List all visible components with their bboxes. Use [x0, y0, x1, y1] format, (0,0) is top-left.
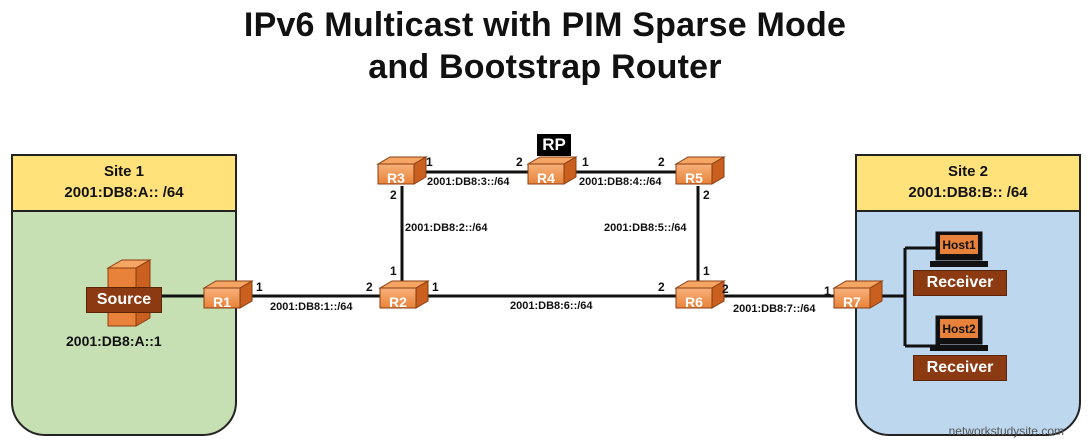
site-2-name: Site 2: [947, 163, 989, 180]
port-r3-to-r2: 2: [390, 188, 397, 202]
link-label-r3-r4: 2001:DB8:3::/64: [427, 176, 510, 188]
port-r3-to-r4: 1: [426, 155, 433, 169]
router-label-r5: R5: [685, 170, 703, 186]
port-r2-to-r6: 1: [432, 280, 439, 294]
port-r7-to-r6: 1: [824, 284, 831, 298]
port-r2-to-r1: 2: [366, 280, 373, 294]
port-r2-to-r3: 1: [390, 264, 397, 278]
port-r1-to-r2: 1: [256, 280, 263, 294]
router-label-r3: R3: [387, 170, 405, 186]
link-label-r5-r6: 2001:DB8:5::/64: [604, 222, 687, 234]
site-1-prefix: 2001:DB8:A:: /64: [64, 184, 184, 201]
router-label-r2: R2: [389, 294, 407, 310]
router-label-r7: R7: [843, 294, 861, 310]
pc-icon-host2: Host2: [930, 315, 988, 351]
router-label-r4: R4: [537, 170, 555, 186]
link-label-r2-r6: 2001:DB8:6::/64: [510, 300, 593, 312]
receiver-label-host2: Receiver: [913, 355, 1007, 381]
site-2-header: Site 2 2001:DB8:B:: /64: [857, 156, 1079, 212]
link-label-r1-r2: 2001:DB8:1::/64: [270, 301, 353, 313]
site-2-prefix: 2001:DB8:B:: /64: [908, 184, 1028, 201]
port-r5-to-r6: 2: [703, 188, 710, 202]
router-label-r1: R1: [213, 294, 231, 310]
links: [158, 170, 940, 348]
site-1-name: Site 1: [103, 163, 145, 180]
host2-name: Host2: [942, 322, 976, 336]
link-label-r4-r5: 2001:DB8:4::/64: [579, 176, 662, 188]
source-label: Source: [86, 287, 162, 313]
watermark: networkstudysite.com: [948, 424, 1064, 438]
link-label-r2-r3: 2001:DB8:2::/64: [405, 222, 488, 234]
pc-icon-host1: Host1: [930, 231, 988, 267]
diagram-title-line2: and Bootstrap Router: [368, 48, 722, 86]
port-r4-to-r5: 1: [582, 155, 589, 169]
port-r5-to-r4: 2: [658, 155, 665, 169]
link-label-r6-r7: 2001:DB8:7::/64: [733, 303, 816, 315]
port-r6-to-r2: 2: [658, 280, 665, 294]
port-r4-to-r3: 2: [516, 155, 523, 169]
host1-name: Host1: [942, 238, 976, 252]
source-ip: 2001:DB8:A::1: [66, 333, 162, 349]
site-1-header: Site 1 2001:DB8:A:: /64: [13, 156, 235, 212]
diagram-title-line1: IPv6 Multicast with PIM Sparse Mode: [243, 6, 847, 44]
rp-badge: RP: [537, 134, 571, 156]
port-r6-to-r5: 1: [703, 264, 710, 278]
receiver-label-host1: Receiver: [913, 270, 1007, 296]
port-r6-to-r7: 2: [722, 282, 729, 296]
router-label-r6: R6: [685, 294, 703, 310]
